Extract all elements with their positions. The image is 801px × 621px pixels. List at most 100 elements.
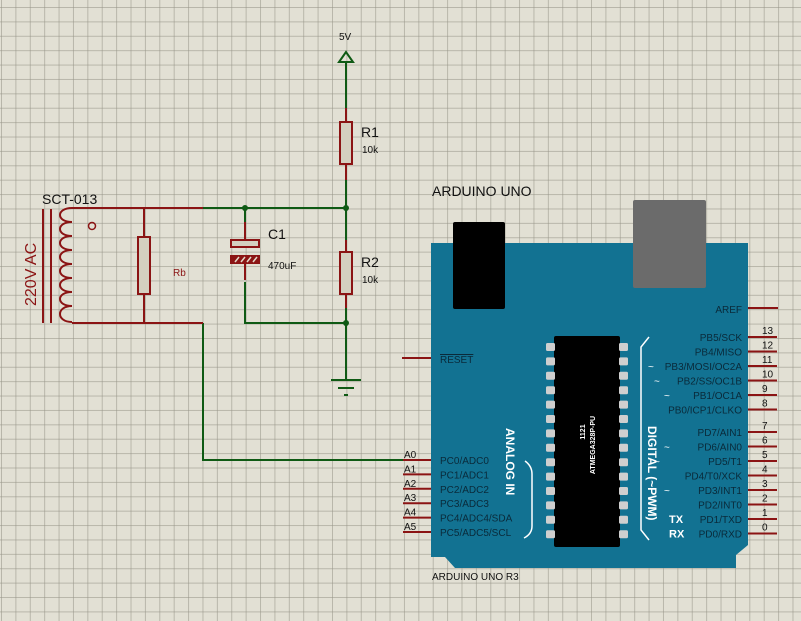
pin-number: 3: [762, 479, 768, 490]
pin-number: 12: [762, 341, 774, 352]
digital-bracket: [640, 336, 650, 541]
c1-value: 470uF: [268, 261, 296, 272]
chip-pin: [619, 530, 628, 539]
chip-pin: [619, 487, 628, 495]
pin-prefix: TX: [669, 514, 684, 526]
transformer-name: SCT-013: [42, 191, 97, 207]
digital-pins: 13PB5/SCK12PB4/MISO11PB3/MOSI/OC2A~10PB2…: [648, 326, 777, 541]
pin-prefix: ~: [664, 486, 670, 497]
chip-pin: [619, 400, 628, 409]
arduino-uno[interactable]: ARDUINO UNO 1121 ATMEGA328P-PU ANALOG IN…: [402, 183, 778, 583]
power-jack: [453, 222, 505, 309]
pin-name: PB4/MISO: [695, 348, 742, 359]
chip-pins: [546, 343, 628, 539]
pin-number: A3: [404, 493, 417, 504]
pin-prefix: ~: [648, 362, 654, 373]
pin-number: 8: [762, 399, 768, 410]
chip-pin: [619, 415, 628, 423]
reset-label: RESET: [440, 355, 473, 366]
pin-name: PC4/ADC4/SDA: [440, 514, 513, 525]
analog-group-label: ANALOG IN: [503, 428, 517, 495]
resistor-r1[interactable]: R1 10k: [339, 108, 379, 180]
pin-number: A0: [404, 450, 417, 461]
chip-pin: [546, 371, 555, 380]
pin-number: A4: [404, 508, 417, 519]
r2-value: 10k: [362, 275, 379, 286]
c1-ref: C1: [268, 226, 286, 242]
analog-bracket: [523, 460, 533, 539]
arduino-title: ARDUINO UNO: [432, 183, 532, 199]
chip-pin: [619, 443, 628, 452]
resistor-rb[interactable]: Rb: [137, 208, 186, 323]
chip-line2: ATMEGA328P-PU: [590, 416, 597, 474]
pin-name: PC3/ADC3: [440, 499, 489, 510]
pin-name: PC0/ADC0: [440, 456, 489, 467]
chip-pin: [619, 343, 628, 351]
chip-pin: [546, 530, 555, 539]
coil-icon: [59, 207, 73, 323]
pin-number: 2: [762, 494, 768, 505]
source-label: 220V AC: [23, 243, 40, 306]
ground-symbol[interactable]: [331, 379, 361, 396]
chip-pin: [546, 357, 555, 366]
aref-label: AREF: [715, 305, 742, 316]
resistor-r2[interactable]: R2 10k: [339, 240, 379, 308]
transformer-sct013[interactable]: SCT-013 220V AC: [23, 191, 203, 324]
pin-number: 13: [762, 326, 774, 337]
chip-pin: [546, 515, 555, 524]
pin-number: 0: [762, 523, 768, 534]
pin-name: PC5/ADC5/SCL: [440, 528, 512, 539]
r2-ref: R2: [361, 254, 379, 270]
pin-name: PB3/MOSI/OC2A: [665, 362, 743, 373]
pin-number: A5: [404, 522, 417, 533]
chip-pin: [546, 501, 555, 510]
pin-name: PD3/INT1: [698, 486, 742, 497]
chip-pin: [546, 487, 555, 495]
pin-name: PD2/INT0: [698, 501, 742, 512]
chip-pin: [546, 443, 555, 452]
wires: [202, 62, 403, 461]
r2-body: [339, 251, 353, 295]
r1-body: [339, 121, 353, 165]
pin-number: A2: [404, 479, 417, 490]
chip-pin: [619, 458, 628, 467]
pin-name: PC1/ADC1: [440, 470, 489, 481]
digital-group-label: DIGITAL (~PWM): [645, 426, 659, 521]
pin-number: 10: [762, 370, 774, 381]
wire-ct-to-a0[interactable]: [202, 323, 403, 461]
power-label: 5V: [339, 32, 352, 43]
pin-name: PD6/AIN0: [698, 443, 743, 454]
power-terminal-5v[interactable]: 5V: [337, 32, 355, 63]
chip-pin: [619, 429, 628, 438]
pin-number: 1: [762, 508, 768, 519]
chip-pin: [619, 515, 628, 524]
pin-prefix: ~: [654, 457, 660, 468]
chip-pin: [619, 371, 628, 380]
chip-pin: [546, 458, 555, 467]
c1-positive-plate: [230, 239, 260, 248]
capacitor-c1[interactable]: C1 470uF: [230, 222, 296, 280]
pin-name: PD1/TXD: [700, 515, 742, 526]
pin-prefix: RX: [669, 529, 685, 541]
wire-bottom-rail[interactable]: [244, 282, 346, 324]
